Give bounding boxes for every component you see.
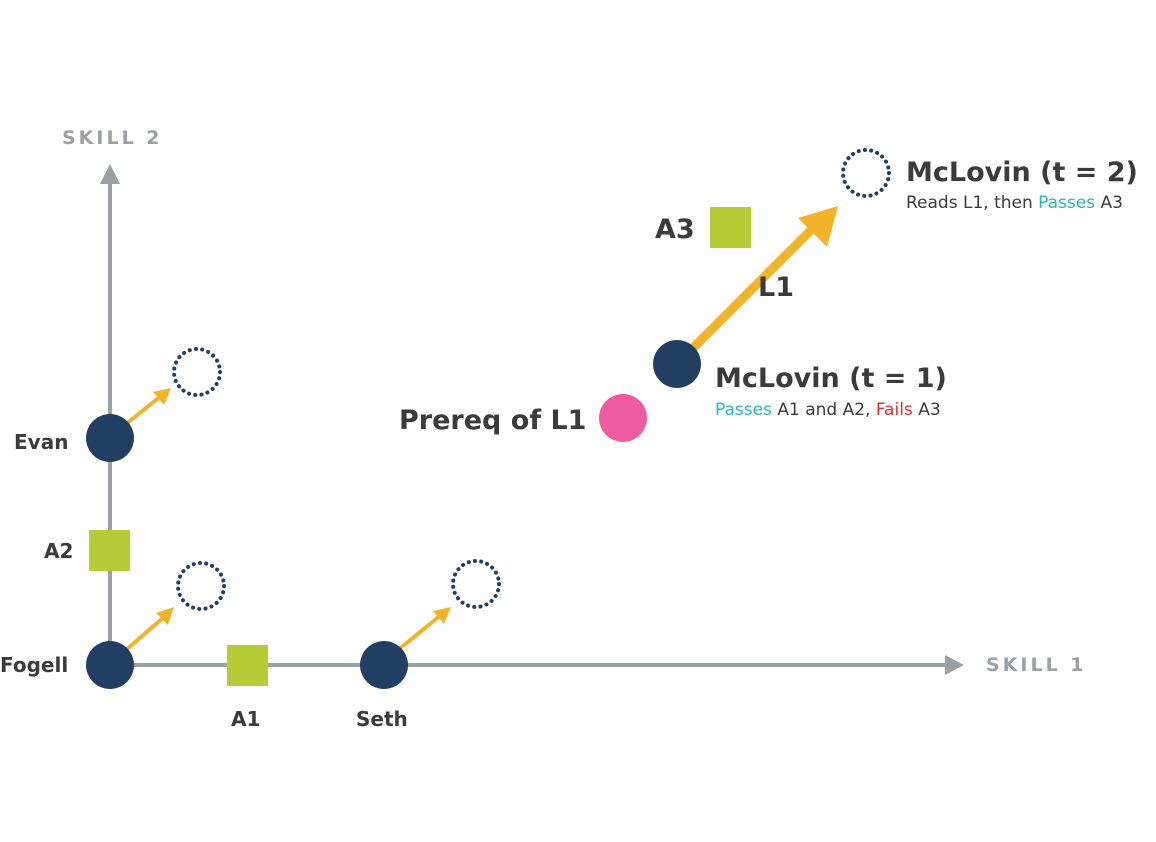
mclovin-t2-passes: Passes: [1038, 193, 1095, 213]
fogell-node: [86, 641, 134, 689]
a1-label: A1: [231, 707, 260, 731]
evan-future-state: [172, 347, 222, 397]
mclovin-t1-title: McLovin (t = 1): [715, 363, 947, 394]
fogell-progress-arrow: [124, 607, 174, 652]
seth-node: [360, 641, 408, 689]
prereq-l1-node: [599, 394, 647, 442]
mclovin-t1-node: [653, 340, 701, 388]
evan-label: Evan: [14, 430, 68, 454]
mclovin-t2-suffix: A3: [1095, 193, 1123, 213]
fogell-label: Fogell: [0, 653, 68, 677]
y-axis-arrowhead: [100, 164, 120, 184]
assessment-a3-marker: [710, 207, 751, 248]
x-axis-arrowhead: [945, 655, 964, 675]
mclovin-t1-passes-rest: A1 and A2,: [772, 400, 876, 420]
mclovin-t1-fails: Fails: [876, 400, 913, 420]
a2-label: A2: [44, 539, 73, 563]
prereq-label: Prereq of L1: [399, 405, 586, 436]
x-axis-label: SKILL 1: [986, 654, 1087, 676]
mclovin-t2-title: McLovin (t = 2): [906, 157, 1138, 188]
l1-label: L1: [758, 272, 794, 303]
mclovin-t1-fails-rest: A3: [913, 400, 941, 420]
mclovin-t1-passes: Passes: [715, 400, 772, 420]
mclovin-t2-result: Reads L1, then Passes A3: [906, 193, 1123, 213]
evan-progress-arrow: [124, 388, 171, 426]
mclovin-t2-state: [841, 148, 891, 198]
fogell-future-state: [176, 561, 226, 611]
a3-label: A3: [655, 214, 695, 245]
evan-node: [86, 414, 134, 462]
mclovin-t1-result: Passes A1 and A2, Fails A3: [715, 400, 941, 420]
assessment-a1-marker: [227, 645, 268, 686]
mclovin-t2-prefix: Reads L1, then: [906, 193, 1038, 213]
seth-label: Seth: [356, 707, 408, 731]
seth-progress-arrow: [396, 607, 451, 652]
lesson-l1-arrow: [673, 206, 838, 368]
seth-future-state: [451, 559, 501, 609]
assessment-a2-marker: [89, 530, 130, 571]
y-axis-label: SKILL 2: [62, 127, 163, 149]
